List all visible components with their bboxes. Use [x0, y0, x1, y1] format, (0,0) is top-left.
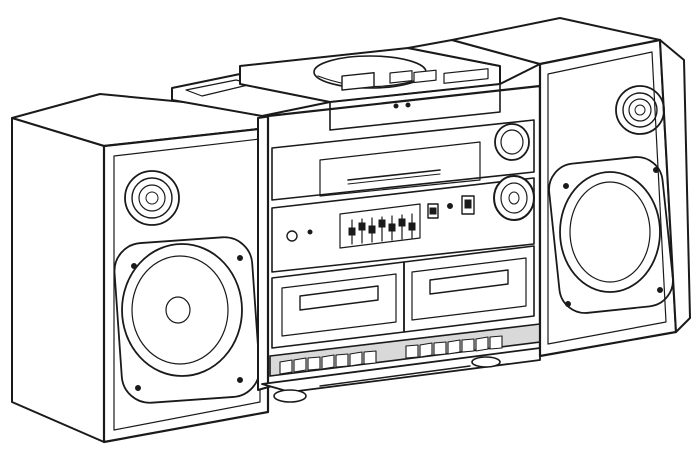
power-button: [286, 230, 298, 242]
woofer-screw: [237, 377, 243, 383]
tape-key: [335, 353, 349, 368]
left-tweeter: [124, 170, 180, 226]
tuning-knob: [494, 123, 530, 161]
tape-key: [363, 350, 377, 365]
eq-slider-knob: [358, 222, 366, 231]
cassette-deck-right: [403, 245, 535, 333]
cassette-window: [429, 269, 509, 295]
indicator-led: [307, 229, 313, 235]
tape-key: [293, 357, 307, 373]
tape-key: [475, 336, 489, 352]
cd-button: [413, 69, 437, 84]
volume-knob: [493, 175, 535, 221]
foot: [273, 389, 307, 403]
eq-slider-knob: [348, 227, 356, 236]
left-speaker: [11, 93, 270, 444]
eq-slider-knob: [408, 222, 416, 231]
foot: [471, 356, 501, 368]
left-woofer: [113, 236, 261, 404]
tape-key: [447, 339, 461, 355]
amplifier-section: [271, 175, 535, 273]
indicator-led: [447, 203, 453, 209]
eq-slider-knob: [388, 223, 396, 232]
woofer-screw: [653, 167, 659, 173]
tape-key: [489, 335, 503, 350]
tape-key: [349, 351, 363, 367]
equalizer-sliders: [348, 213, 416, 245]
tape-key: [321, 354, 335, 370]
tape-key: [419, 342, 433, 358]
woofer-screw: [131, 263, 137, 269]
woofer-screw: [135, 385, 141, 391]
right-woofer: [548, 156, 674, 314]
tape-key: [433, 341, 447, 356]
eq-slider-knob: [368, 225, 376, 234]
tuner-section: [271, 119, 535, 201]
right-speaker: [451, 17, 691, 358]
right-tweeter: [615, 85, 665, 135]
eq-slider-knob: [378, 219, 386, 228]
cassette-window: [299, 285, 379, 311]
woofer-screw: [565, 301, 571, 307]
indicator-led: [405, 102, 411, 108]
woofer-screw: [563, 183, 569, 189]
indicator-led: [393, 103, 399, 109]
tape-key: [307, 356, 321, 371]
tape-key: [461, 338, 475, 353]
woofer-screw: [657, 287, 663, 293]
tape-key: [405, 344, 419, 359]
tape-key: [279, 359, 293, 375]
eq-slider-knob: [398, 218, 406, 227]
cd-button: [389, 70, 413, 84]
woofer-screw: [237, 255, 243, 261]
cd-button: [443, 68, 489, 84]
cd-control-row: [329, 68, 501, 131]
